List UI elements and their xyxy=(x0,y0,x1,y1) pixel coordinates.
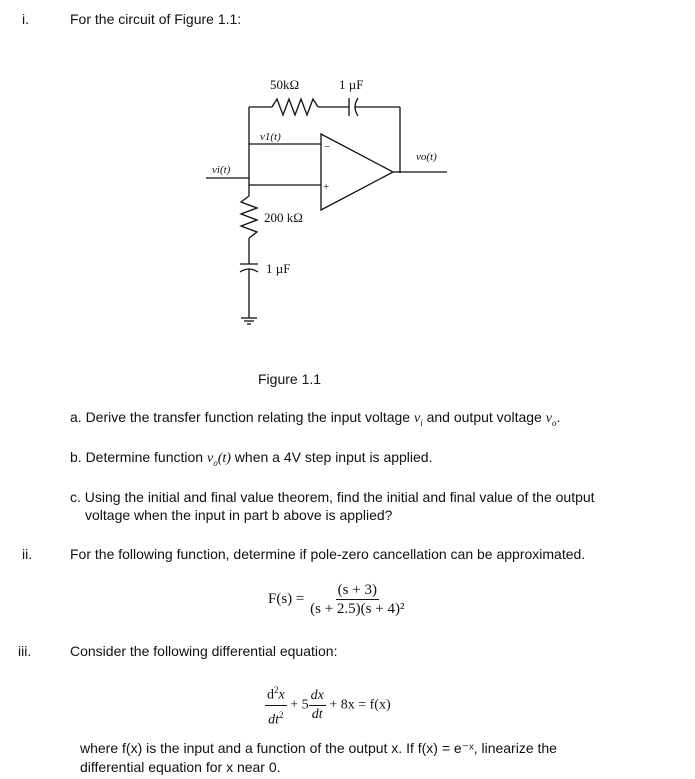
part-c-line2: voltage when the input in part b above i… xyxy=(85,507,393,523)
vo-t-symbol: vo(t) xyxy=(206,451,231,468)
problem-3-text: Consider the following differential equa… xyxy=(70,643,338,659)
figure-caption: Figure 1.1 xyxy=(258,371,322,387)
resistor-200k xyxy=(239,195,259,239)
resistor-50k xyxy=(271,97,319,117)
r1-label: 50kΩ xyxy=(270,77,299,92)
part-c-line1: c. Using the initial and final value the… xyxy=(70,489,595,505)
differential-equation: d2x dt2 + 5 dx dt + 8x = f(x) xyxy=(265,682,391,728)
part-b-pre: b. Determine function xyxy=(70,449,204,465)
problem-3-marker: iii. xyxy=(18,643,32,659)
f-s-lhs: F(s) = xyxy=(268,590,305,607)
transfer-function-equation: F(s) = (s + 3) (s + 2.5)(s + 4)² xyxy=(268,582,406,617)
problem-2-text: For the following function, determine if… xyxy=(70,546,586,562)
part-b: b. Determine function vo(t) when a 4V st… xyxy=(70,449,433,468)
v1-label: v1(t) xyxy=(260,131,281,143)
f-s-numerator: (s + 3) xyxy=(335,582,379,600)
second-derivative: d2x dt2 xyxy=(265,682,287,728)
where-line-2: differential equation for x near 0. xyxy=(80,759,281,775)
op-amp xyxy=(320,132,395,212)
vi-symbol: vi xyxy=(413,411,423,428)
opamp-plus: + xyxy=(323,181,329,193)
part-a-text: a. Derive the transfer function relating… xyxy=(70,409,411,425)
equation-rest: + 8x = f(x) xyxy=(329,697,391,713)
first-derivative: dx dt xyxy=(308,687,326,722)
part-a: a. Derive the transfer function relating… xyxy=(70,409,561,428)
vo-label: vo(t) xyxy=(416,151,437,163)
problem-1-intro: For the circuit of Figure 1.1: xyxy=(70,11,242,27)
opamp-minus: − xyxy=(324,141,330,153)
part-b-post: when a 4V step input is applied. xyxy=(234,449,433,465)
problem-2-marker: ii. xyxy=(22,546,33,562)
vo-symbol: vo xyxy=(545,411,557,428)
circuit-diagram: 50kΩ 1 µF v1(t) vi(t) vo(t) 200 kΩ 1 µF … xyxy=(206,77,447,325)
f-s-denominator: (s + 2.5)(s + 4)² xyxy=(310,601,405,617)
part-a-mid: and output voltage xyxy=(426,409,542,425)
vi-label: vi(t) xyxy=(212,164,231,176)
problem-1-marker: i. xyxy=(22,11,29,27)
f-s-fraction: (s + 3) (s + 2.5)(s + 4)² xyxy=(308,582,406,617)
c1-label: 1 µF xyxy=(339,77,363,92)
r2-label: 200 kΩ xyxy=(264,210,303,225)
where-line-1: where f(x) is the input and a function o… xyxy=(80,740,557,756)
c2-label: 1 µF xyxy=(266,261,290,276)
